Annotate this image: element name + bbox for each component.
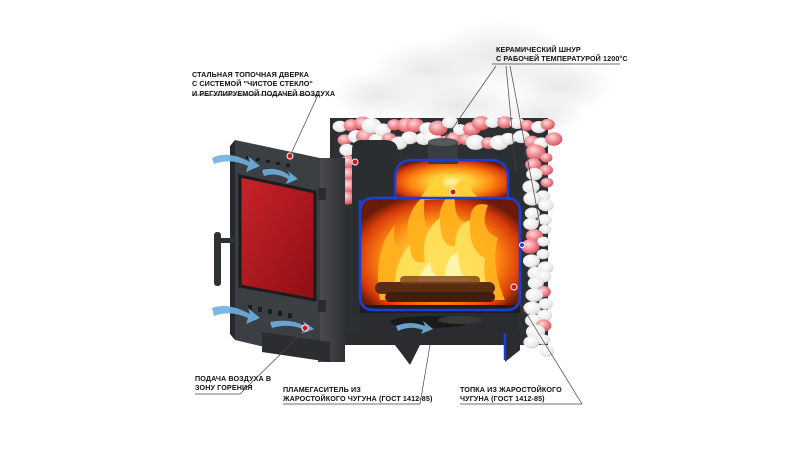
stone — [545, 132, 563, 146]
stove-base — [343, 333, 520, 365]
stone — [536, 334, 551, 345]
door-handle-icon — [214, 232, 236, 286]
stone — [538, 199, 554, 212]
steam-cloud — [330, 20, 615, 135]
fire-door — [230, 140, 326, 360]
stone — [471, 116, 491, 131]
stone — [538, 298, 554, 310]
leader-lines — [192, 63, 620, 405]
stone — [526, 167, 543, 181]
stone — [497, 116, 513, 129]
callout-firebox: ТОПКА ИЗ ЖАРОСТОЙКОГО ЧУГУНА (ГОСТ 1412-… — [460, 385, 562, 404]
stone — [540, 118, 555, 130]
stone — [540, 177, 554, 188]
stone — [536, 236, 550, 247]
callout-flame-spreader-line-2: ЖАРОСТОЙКОГО ЧУГУНА (ГОСТ 1412-85) — [283, 394, 433, 404]
callout-air-supply: ПОДАЧА ВОЗДУХА В ЗОНУ ГОРЕНИЯ — [195, 374, 271, 393]
stone — [465, 134, 486, 150]
callout-ceramic-cord: КЕРАМИЧЕСКИЙ ШНУР С РАБОЧЕЙ ТЕМПЕРАТУРОЙ… — [496, 45, 628, 64]
callout-door: СТАЛЬНАЯ ТОПОЧНАЯ ДВЕРКА С СИСТЕМОЙ "ЧИС… — [192, 70, 335, 98]
stone — [442, 115, 459, 129]
firewood-logs — [375, 276, 495, 302]
stone — [522, 254, 540, 268]
callout-air-supply-line-1: ПОДАЧА ВОЗДУХА В — [195, 374, 272, 383]
stone — [401, 131, 418, 145]
callout-door-line-3: И РЕГУЛИРУЕМОЙ ПОДАЧЕЙ ВОЗДУХА — [192, 88, 336, 98]
air-flow-arrow-icon — [212, 154, 433, 334]
stone — [524, 207, 540, 220]
stone — [537, 214, 552, 226]
callout-ceramic-cord-line-1: КЕРАМИЧЕСКИЙ ШНУР — [496, 45, 581, 54]
callout-firebox-line-2: ЧУГУНА (ГОСТ 1412-85) — [460, 394, 545, 404]
stone — [521, 239, 540, 254]
upper-combustion-chamber — [395, 160, 508, 200]
chimney-icon — [428, 142, 458, 164]
stone — [332, 120, 348, 133]
stone — [540, 152, 553, 163]
callout-door-line-2: С СИСТЕМОЙ "ЧИСТОЕ СТЕКЛО" — [192, 79, 313, 89]
stone — [537, 309, 553, 322]
stone — [339, 143, 355, 157]
stone — [527, 276, 544, 290]
stone — [539, 345, 555, 357]
stone — [523, 301, 541, 316]
stone — [523, 217, 539, 230]
stone — [525, 144, 546, 160]
stone — [485, 116, 500, 128]
callout-firebox-line-1: ТОПКА ИЗ ЖАРОСТОЙКОГО — [460, 385, 562, 394]
red-marker-dot-icon — [286, 152, 525, 332]
callout-air-supply-line-2: ЗОНУ ГОРЕНИЯ — [195, 383, 253, 393]
stone — [538, 224, 552, 235]
sauna-stones — [332, 115, 563, 357]
stone — [523, 335, 540, 349]
stone — [522, 180, 540, 194]
stone — [536, 249, 550, 260]
stone — [500, 132, 516, 145]
stone — [523, 191, 542, 206]
callout-flame-spreader-line-1: ПЛАМЕГАСИТЕЛЬ ИЗ — [283, 385, 361, 394]
stone — [539, 164, 554, 176]
ash-pan — [262, 332, 330, 362]
stone — [525, 288, 544, 302]
callout-flame-spreader: ПЛАМЕГАСИТЕЛЬ ИЗ ЖАРОСТОЙКОГО ЧУГУНА (ГО… — [283, 385, 432, 404]
door-glass — [240, 176, 315, 300]
callout-door-line-1: СТАЛЬНАЯ ТОПОЧНАЯ ДВЕРКА — [192, 70, 310, 79]
stone — [519, 119, 534, 131]
callout-ceramic-cord-line-2: С РАБОЧЕЙ ТЕМПЕРАТУРОЙ 1200°С — [496, 54, 628, 64]
